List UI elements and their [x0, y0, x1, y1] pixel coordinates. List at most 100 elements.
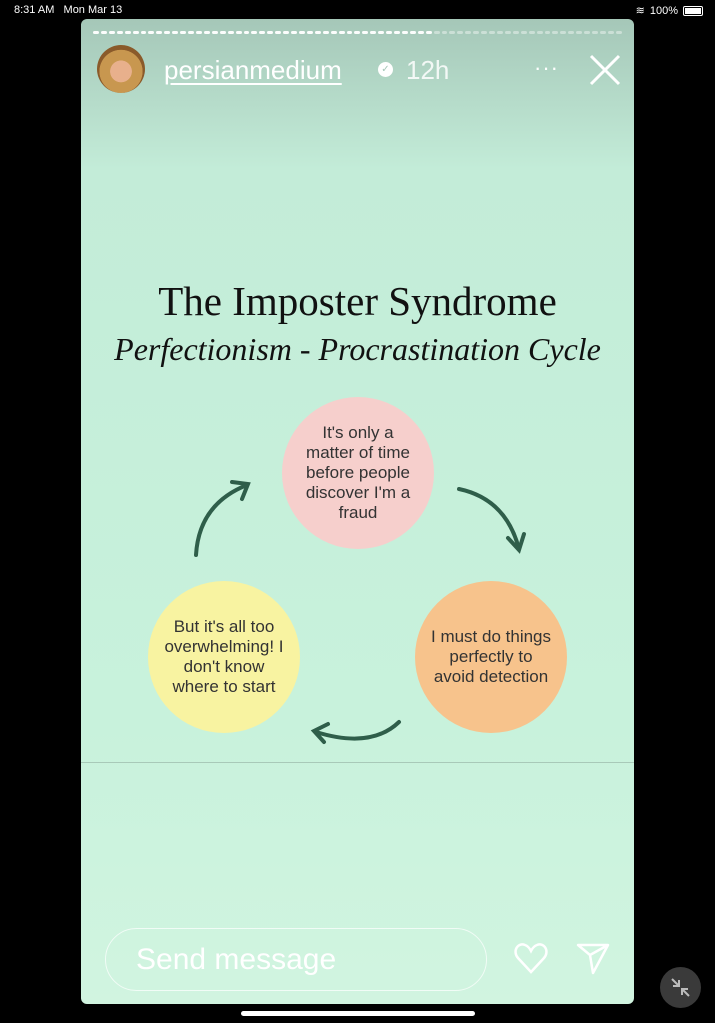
arrow-icon [457, 487, 521, 551]
cycle-step-overwhelmed: But it's all too overwhelming! I don't k… [148, 581, 300, 733]
heart-icon[interactable] [513, 941, 549, 975]
progress-segment [338, 31, 345, 34]
cycle-step-perfect: I must do things perfectly to avoid dete… [415, 581, 567, 733]
progress-segment [251, 31, 258, 34]
battery-percent: 100% [649, 4, 678, 17]
story-progress [93, 31, 622, 34]
story-viewer[interactable]: persianmedium ✓ 12h ··· The Imposter Syn… [81, 19, 634, 1004]
progress-segment [504, 31, 511, 34]
post-time: 12h [406, 55, 450, 85]
progress-segment [283, 31, 290, 34]
progress-segment [172, 31, 179, 34]
progress-segment [180, 31, 187, 34]
progress-segment [568, 31, 575, 34]
progress-segment [457, 31, 464, 34]
arrow-icon [194, 483, 249, 557]
clock: 8:31 AM [14, 4, 55, 16]
story-subtitle: Perfectionism - Procrastination Cycle [114, 331, 601, 367]
progress-segment [615, 31, 622, 34]
progress-segment [473, 31, 480, 34]
progress-segment [378, 31, 385, 34]
cycle-text: It's only a matter of time before people… [305, 423, 411, 522]
status-time-date: 8:31 AM Mon Mar 13 [14, 4, 122, 16]
collapse-button[interactable] [660, 967, 701, 1008]
date: Mon Mar 13 [63, 4, 123, 16]
progress-segment [148, 31, 155, 34]
progress-segment [203, 31, 210, 34]
send-icon[interactable] [576, 941, 610, 975]
progress-segment [576, 31, 583, 34]
progress-segment [433, 31, 440, 34]
progress-segment [140, 31, 147, 34]
avatar[interactable] [97, 45, 145, 93]
progress-segment [600, 31, 606, 34]
divider [81, 762, 634, 763]
progress-segment [322, 31, 329, 34]
arrow-head-icon [506, 532, 526, 554]
progress-segment [275, 31, 282, 34]
progress-segment [489, 31, 496, 34]
progress-segment [235, 31, 242, 34]
progress-segment [243, 31, 250, 34]
more-options-button[interactable]: ··· [534, 55, 559, 80]
wifi-icon: ≋ [635, 5, 645, 17]
progress-segment [560, 31, 567, 34]
progress-segment [528, 31, 535, 34]
progress-segment [520, 31, 527, 34]
status-icons: ≋ 100% [636, 4, 703, 17]
progress-segment [124, 31, 131, 34]
progress-segment [227, 31, 234, 34]
progress-segment [164, 31, 171, 34]
status-bar: 8:31 AM Mon Mar 13 ≋ 100% [0, 0, 715, 20]
cycle-arrows [194, 480, 526, 744]
progress-segment [449, 31, 456, 34]
progress-segment [291, 31, 297, 34]
arrow-head-icon [230, 480, 251, 501]
progress-segment [425, 31, 432, 34]
progress-segment [362, 31, 369, 34]
progress-segment [314, 31, 321, 34]
story-title: The Imposter Syndrome [158, 278, 557, 324]
progress-segment [417, 31, 424, 34]
progress-segment [108, 31, 115, 34]
progress-segment [512, 31, 519, 34]
progress-segment [552, 31, 559, 34]
progress-segment [330, 31, 337, 34]
arrow-head-icon [310, 722, 330, 744]
progress-segment [394, 31, 400, 34]
progress-segment [132, 31, 139, 34]
progress-segment [386, 31, 393, 34]
send-message-input[interactable]: Send message [105, 928, 487, 991]
progress-segment [441, 31, 448, 34]
collapse-icon [671, 978, 690, 997]
progress-segment [584, 31, 591, 34]
progress-segment [370, 31, 377, 34]
cycle-text: I must do things perfectly to avoid dete… [431, 627, 552, 686]
progress-segment [401, 31, 408, 34]
username-link[interactable]: persianmedium [164, 55, 342, 85]
verified-badge-icon: ✓ [378, 62, 393, 77]
progress-segment [259, 31, 266, 34]
progress-segment [465, 31, 472, 34]
progress-segment [116, 31, 123, 34]
progress-segment [306, 31, 313, 34]
cycle-step-fraud: It's only a matter of time before people… [282, 397, 434, 549]
progress-segment [481, 31, 488, 34]
progress-segment [298, 31, 305, 34]
progress-segment [607, 31, 614, 34]
progress-segment [354, 31, 361, 34]
cycle-text: But it's all too overwhelming! I don't k… [164, 617, 284, 696]
progress-segment [156, 31, 163, 34]
close-icon[interactable] [587, 52, 623, 88]
progress-segment [100, 31, 107, 34]
progress-segment [592, 31, 598, 34]
home-indicator[interactable] [241, 1011, 475, 1016]
progress-segment [536, 31, 543, 34]
progress-segment [497, 31, 503, 34]
progress-segment [346, 31, 353, 34]
progress-segment [211, 31, 218, 34]
arrow-icon [314, 720, 401, 741]
progress-segment [93, 31, 99, 34]
progress-segment [219, 31, 226, 34]
progress-segment [267, 31, 274, 34]
